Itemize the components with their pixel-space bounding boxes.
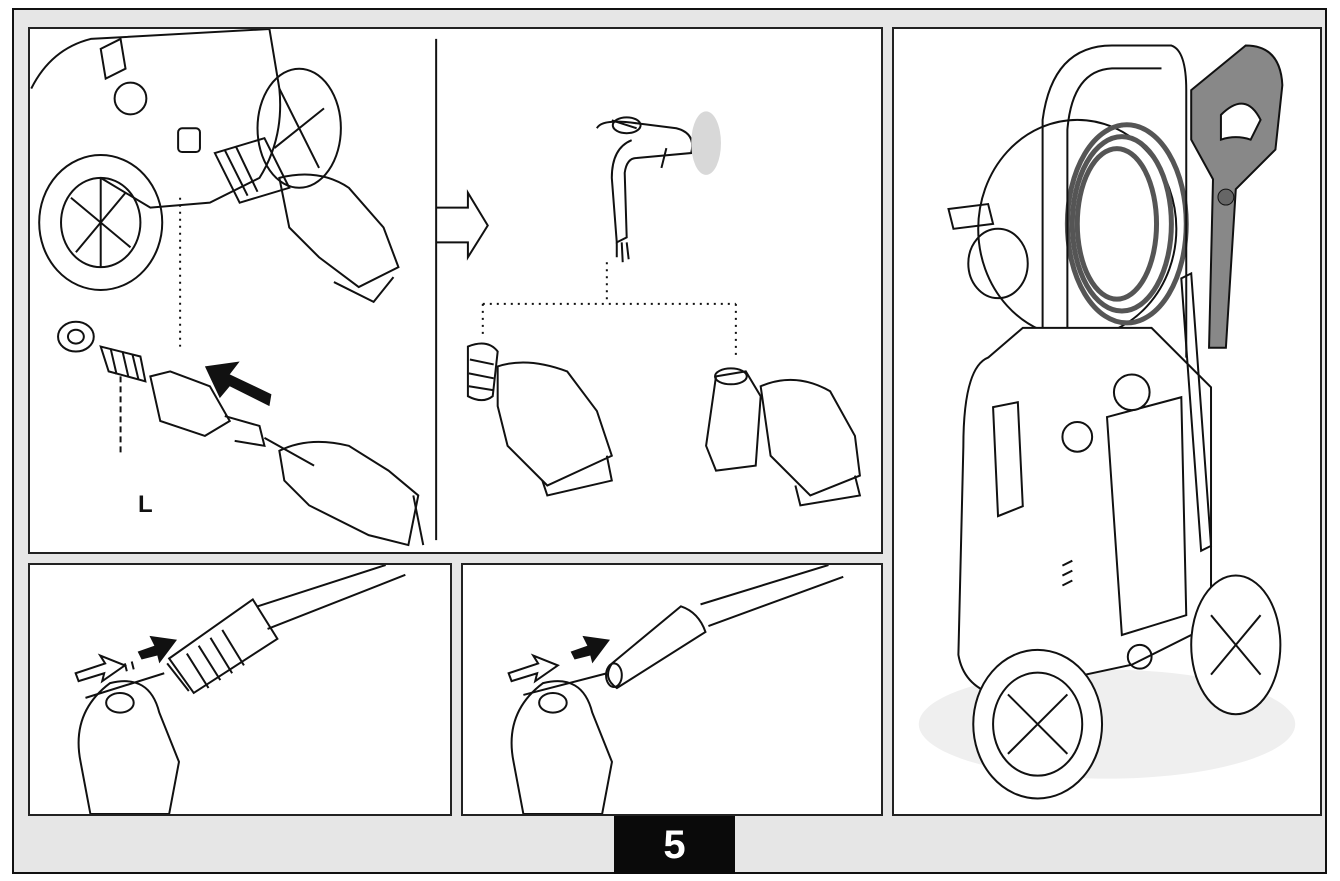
filter-removal-illustration <box>30 29 881 552</box>
pull-arrow-icon <box>509 656 558 682</box>
tank-cap-icon <box>1114 374 1150 410</box>
pressure-washer-illustration <box>918 29 1296 814</box>
hand-icon <box>498 362 612 485</box>
lance-tube <box>258 565 406 629</box>
lance-cleaning-illustration <box>463 565 881 814</box>
port-fitting-icon <box>1128 645 1152 669</box>
handle-frame-icon <box>1043 46 1187 408</box>
push-arrow-icon <box>204 361 272 407</box>
lance-icon <box>1181 273 1211 550</box>
inlet-connector-icon <box>150 371 229 436</box>
lance-tube <box>701 565 844 626</box>
wheel-icon <box>39 155 162 290</box>
cleaning-needle-icon <box>523 673 607 695</box>
pull-arrow-icon <box>76 656 125 682</box>
reel-crank-icon <box>948 204 993 229</box>
side-handle-icon <box>993 402 1023 516</box>
right-arrow-icon <box>436 193 488 258</box>
hand-icon <box>761 380 860 496</box>
panel-nozzle-clean-turbo <box>28 563 452 816</box>
turbo-nozzle-icon <box>169 599 277 692</box>
panel-washer-overview <box>892 27 1322 816</box>
hand-icon <box>279 175 398 287</box>
push-arrow-icon <box>137 635 178 664</box>
push-arrow-icon <box>570 635 610 664</box>
seal-ring-icon <box>58 322 94 352</box>
nozzle-cleaning-illustration <box>30 565 450 814</box>
nozzle-tip-icon <box>608 606 705 688</box>
step-number-badge: 5 <box>614 816 735 874</box>
callout-label: L <box>138 491 153 518</box>
panel-filter-removal: L <box>28 27 883 554</box>
hand-icon <box>512 681 612 814</box>
hand-icon <box>79 681 179 814</box>
detergent-tank-icon <box>1107 397 1186 635</box>
water-splash-icon <box>691 111 721 175</box>
port-fitting-icon <box>178 128 200 152</box>
filter-mesh-icon <box>101 347 146 382</box>
hand-icon <box>279 442 418 545</box>
trigger-gun-icon <box>1191 46 1282 348</box>
water-tap-icon <box>597 122 692 243</box>
filter-mesh-icon <box>468 344 498 401</box>
inlet-port-icon <box>115 83 147 115</box>
inlet-connector-icon <box>706 371 761 470</box>
machine-body-outline <box>31 29 280 208</box>
inlet-connector-icon <box>215 138 289 203</box>
panel-nozzle-clean-standard <box>461 563 883 816</box>
